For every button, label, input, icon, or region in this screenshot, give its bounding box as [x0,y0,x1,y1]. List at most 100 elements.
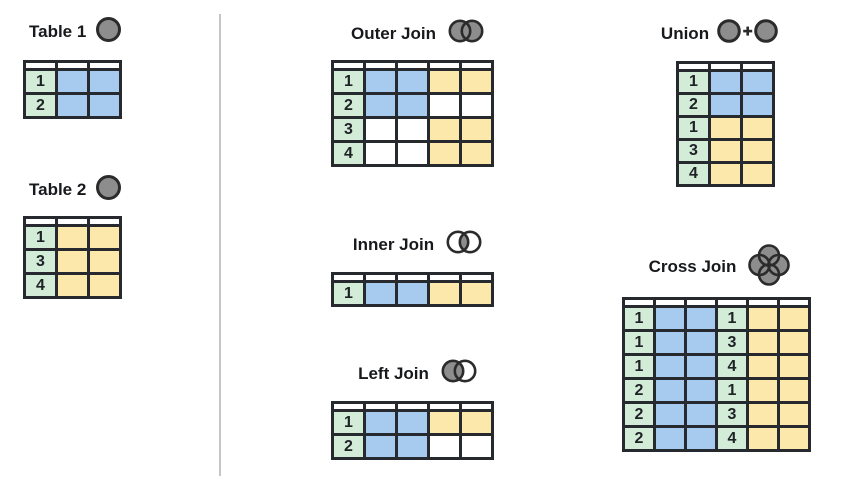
data-cell [427,116,462,143]
key-cell: 4 [715,425,749,452]
key-cell: 3 [331,116,366,143]
data-cell [708,69,743,95]
table2-title: Table 2 [29,174,122,206]
data-cell [395,140,430,167]
key-cell: 4 [715,353,749,380]
union-label: Union [660,23,710,43]
data-cell [363,116,398,143]
data-cell [653,401,687,428]
data-cell [459,433,494,460]
header-row [331,401,494,412]
data-cell [684,377,718,404]
outer-join-title: Outer Join [328,17,510,50]
header-row [622,297,811,308]
data-cell [459,68,494,95]
inner-join-title: Inner Join [328,228,510,261]
header-cell [676,61,711,72]
header-cell [55,60,90,71]
data-cell [395,409,430,436]
header-cell [459,401,494,412]
data-cell [87,224,122,251]
four-circles-clover-icon [745,241,793,294]
data-cell [395,92,430,119]
data-cell [653,353,687,380]
key-cell: 3 [715,329,749,356]
key-cell: 2 [622,377,656,404]
data-cell [55,68,90,95]
header-row [23,60,122,71]
table-row: 2 [331,92,494,119]
table2-label: Table 2 [29,180,87,199]
table-row: 1 [676,115,775,141]
single-circle-icon [95,16,122,48]
data-cell [740,115,775,141]
header-cell [395,60,430,71]
key-cell: 1 [715,377,749,404]
data-cell [55,272,90,299]
key-cell: 1 [331,68,366,95]
data-cell [459,409,494,436]
data-cell [746,305,780,332]
data-cell [395,68,430,95]
data-cell [653,425,687,452]
data-cell [87,272,122,299]
header-cell [331,401,366,412]
column-divider [219,14,221,476]
data-cell [684,353,718,380]
data-cell [684,305,718,332]
data-cell [653,377,687,404]
data-cell [740,69,775,95]
single-circle-icon [95,174,122,206]
header-cell [622,297,656,308]
key-cell: 1 [715,305,749,332]
inner-join-grid: 1 [331,272,494,307]
data-cell [55,92,90,119]
data-cell [708,138,743,164]
header-cell [23,216,58,227]
data-cell [777,329,811,356]
data-cell [653,329,687,356]
data-cell [427,409,462,436]
table-row: 3 [676,138,775,164]
key-cell: 2 [622,425,656,452]
data-cell [653,305,687,332]
key-cell: 1 [622,305,656,332]
data-cell [55,224,90,251]
header-cell [459,60,494,71]
header-cell [331,60,366,71]
table-row: 2 [676,92,775,118]
key-cell: 3 [715,401,749,428]
data-cell [427,140,462,167]
data-cell [395,116,430,143]
data-cell [363,140,398,167]
table-row: 4 [676,161,775,187]
data-cell [427,433,462,460]
key-cell: 4 [331,140,366,167]
data-cell [684,401,718,428]
data-cell [746,377,780,404]
key-cell: 1 [23,68,58,95]
outer-join-label: Outer Join [350,23,436,43]
inner-join-label: Inner Join [352,234,435,254]
key-cell: 2 [622,401,656,428]
table-row: 3 [331,116,494,143]
cross-join-label: Cross Join [648,257,737,276]
header-cell [55,216,90,227]
key-cell: 1 [23,224,58,251]
table-row: 1 [676,69,775,95]
data-cell [459,92,494,119]
key-cell: 3 [676,138,711,164]
left-join-label: Left Join [358,363,429,383]
table-row: 1 [331,409,494,436]
key-cell: 2 [331,433,366,460]
